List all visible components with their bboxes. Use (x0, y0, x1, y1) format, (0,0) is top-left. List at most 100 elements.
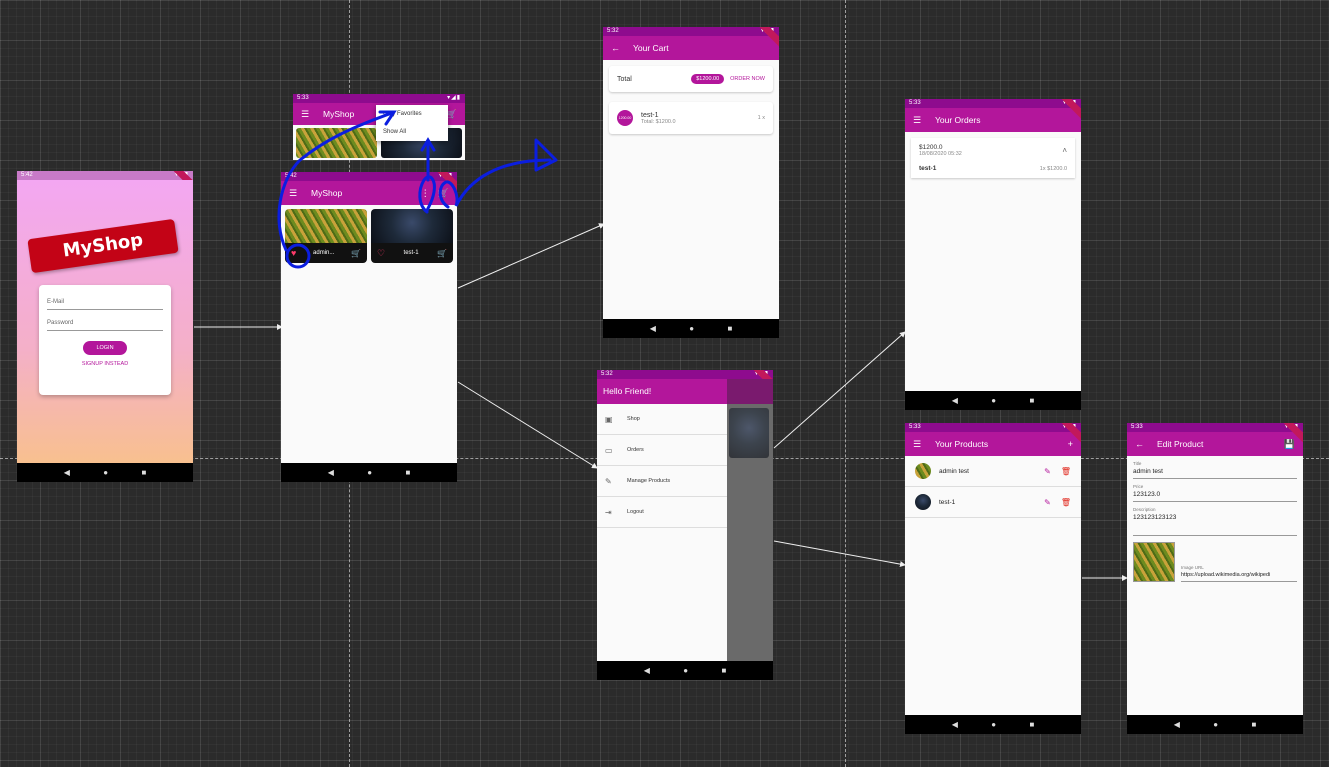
add-icon[interactable]: + (1067, 439, 1073, 449)
status-icons: ▾◢▮ (447, 95, 461, 101)
back-icon[interactable]: ◀ (951, 720, 958, 729)
price-field[interactable]: Price 123123.0 (1133, 479, 1297, 502)
field-value: 123123123123 (1133, 514, 1177, 521)
edit-icon: ✎ (605, 476, 612, 486)
recents-icon[interactable]: ■ (405, 468, 411, 477)
menu-item-show-all[interactable]: Show All (383, 129, 407, 135)
back-icon[interactable]: ◀ (649, 324, 656, 333)
product-avatar (915, 494, 931, 510)
recents-icon[interactable]: ■ (727, 324, 733, 333)
delete-icon[interactable]: 🗑 (1060, 497, 1071, 507)
menu-icon[interactable]: ☰ (913, 438, 922, 449)
product-tile[interactable]: ♡ test-1 🛒 (371, 209, 453, 263)
recents-icon[interactable]: ■ (1029, 396, 1035, 405)
android-nav-bar: ◀ ● ■ (603, 319, 779, 338)
menu-icon[interactable]: ☰ (913, 114, 922, 125)
cart-item-title: test-1 (641, 111, 659, 119)
login-button[interactable]: LOGIN (83, 341, 127, 355)
drawer-item-manage-products[interactable]: ✎ Manage Products (597, 466, 727, 497)
app-bar: ☰ Your Orders (905, 108, 1081, 132)
description-field[interactable]: Description 123123123123 (1133, 502, 1297, 536)
order-card[interactable]: $1200.0 18/08/2020 05:32 ˄ test-1 1x $12… (911, 138, 1075, 178)
back-icon[interactable]: ◀ (63, 468, 70, 477)
status-time: 5:32 (607, 28, 619, 34)
edit-icon[interactable]: ✎ (1044, 466, 1051, 476)
app-bar-title: Your Orders (935, 115, 981, 125)
shop-screen: 5:42 ▾◢▮ ☰ MyShop ⋮ 🛒 ♥ admin... 🛒 ♡ tes… (281, 172, 457, 482)
image-url-field[interactable]: Image URL https://upload.wikimedia.org/w… (1181, 560, 1297, 582)
save-icon[interactable]: 💾 (1283, 438, 1295, 449)
password-field[interactable]: Password (47, 314, 163, 331)
menu-icon[interactable]: ☰ (289, 187, 298, 198)
app-bar-title: Edit Product (1157, 439, 1204, 449)
field-value: https://upload.wikimedia.org/wikipedi (1181, 572, 1271, 578)
drawer-item-orders[interactable]: ▭ Orders (597, 435, 727, 466)
arrow-drawer-to-products (773, 540, 906, 568)
edit-icon[interactable]: ✎ (1044, 497, 1051, 507)
app-bar: ← Edit Product 💾 (1127, 432, 1303, 456)
home-icon[interactable]: ● (367, 468, 373, 477)
home-icon[interactable]: ● (689, 324, 695, 333)
recents-icon[interactable]: ■ (721, 666, 727, 675)
back-icon[interactable]: ◀ (327, 468, 334, 477)
guide-vertical (845, 0, 846, 767)
status-time: 5:42 (285, 173, 297, 179)
android-nav-bar: ◀ ● ■ (281, 463, 457, 482)
menu-item-only-favorites[interactable]: Only Favorites (383, 111, 422, 117)
order-item-title: test-1 (919, 165, 937, 172)
favorite-border-icon[interactable]: ♡ (377, 247, 386, 258)
drawer-screen: 5:32 ▾◢▮ Hello Friend! ▣ Shop ▭ Orders ✎… (597, 370, 773, 680)
home-icon[interactable]: ● (1213, 720, 1219, 729)
user-products-screen: 5:33 ▾◢▮ ☰ Your Products + admin test ✎ … (905, 423, 1081, 734)
more-vert-icon[interactable]: ⋮ (420, 187, 430, 198)
add-to-cart-icon[interactable]: 🛒 (437, 248, 447, 258)
recents-icon[interactable]: ■ (141, 468, 147, 477)
drawer-scrim[interactable] (727, 379, 773, 661)
back-icon[interactable]: ◀ (643, 666, 650, 675)
app-bar-title: MyShop (323, 109, 355, 119)
home-icon[interactable]: ● (991, 720, 997, 729)
product-title: test-1 (939, 498, 956, 506)
delete-icon[interactable]: 🗑 (1060, 466, 1071, 476)
image-row: Image URL https://upload.wikimedia.org/w… (1133, 542, 1297, 582)
android-nav-bar: ◀ ● ■ (905, 391, 1081, 410)
back-icon[interactable]: ◀ (1173, 720, 1180, 729)
cart-total-card: Total $1200.00 ORDER NOW (609, 66, 773, 92)
cart-icon[interactable]: 🛒 (445, 108, 457, 119)
cart-icon[interactable]: 🛒 (437, 187, 449, 198)
product-title: admin... (313, 250, 335, 256)
annotation-menu-loop (418, 137, 436, 214)
back-arrow-icon[interactable]: ← (1135, 439, 1144, 449)
add-to-cart-icon[interactable]: 🛒 (351, 248, 361, 258)
home-icon[interactable]: ● (103, 468, 109, 477)
email-field[interactable]: E-Mail (47, 293, 163, 310)
home-icon[interactable]: ● (991, 396, 997, 405)
home-icon[interactable]: ● (683, 666, 689, 675)
drawer-item-logout[interactable]: ⇥ Logout (597, 497, 727, 528)
product-title: admin test (939, 467, 969, 475)
back-arrow-icon[interactable]: ← (611, 43, 620, 53)
menu-icon[interactable]: ☰ (301, 108, 310, 119)
product-image[interactable] (285, 209, 367, 243)
title-field[interactable]: Title admin test (1133, 456, 1297, 479)
signup-link[interactable]: SIGNUP INSTEAD (81, 361, 129, 367)
app-bar: ☰ Your Products + (905, 432, 1081, 456)
android-nav-bar: ◀ ● ■ (1127, 715, 1303, 734)
drawer-item-shop[interactable]: ▣ Shop (597, 404, 727, 435)
annotation-favorite-to-menu (277, 111, 394, 252)
favorite-icon[interactable]: ♥ (291, 248, 297, 258)
annotation-cart-to-cart-screen (438, 158, 552, 209)
total-label: Total (617, 75, 632, 83)
recents-icon[interactable]: ■ (1251, 720, 1257, 729)
android-nav-bar: ◀ ● ■ (905, 715, 1081, 734)
arrow-shop-to-cart (457, 223, 605, 289)
expand-less-icon[interactable]: ˄ (1062, 146, 1067, 155)
logout-icon: ⇥ (605, 507, 612, 517)
app-bar-title: MyShop (311, 188, 343, 198)
field-label: Title (1133, 461, 1142, 466)
product-image[interactable] (371, 209, 453, 243)
order-now-button[interactable]: ORDER NOW (730, 76, 765, 82)
recents-icon[interactable]: ■ (1029, 720, 1035, 729)
back-icon[interactable]: ◀ (951, 396, 958, 405)
